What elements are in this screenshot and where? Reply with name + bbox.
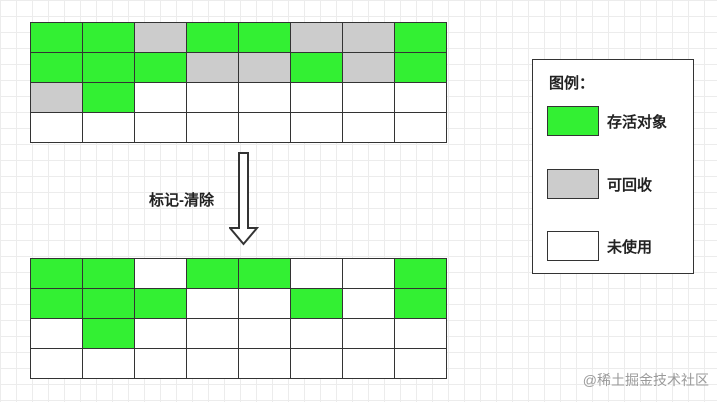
after-cell-alive xyxy=(135,289,187,319)
after-cell-unused xyxy=(343,289,395,319)
before-cell-alive xyxy=(291,53,343,83)
after-cell-alive xyxy=(31,259,83,289)
before-cell-recyclable xyxy=(343,23,395,53)
legend-title: 图例： xyxy=(549,75,595,92)
before-cell-unused xyxy=(239,83,291,113)
before-cell-recyclable xyxy=(239,53,291,83)
after-cell-unused xyxy=(239,319,291,349)
before-cell-alive xyxy=(31,53,83,83)
before-cell-unused xyxy=(187,113,239,143)
after-cell-unused xyxy=(395,349,447,379)
after-cell-alive xyxy=(395,259,447,289)
before-cell-unused xyxy=(395,83,447,113)
legend-label-unused: 未使用 xyxy=(607,238,653,256)
after-cell-unused xyxy=(135,319,187,349)
legend-label-alive: 存活对象 xyxy=(607,113,668,131)
before-cell-recyclable xyxy=(135,23,187,53)
legend-swatch-unused xyxy=(547,231,599,261)
before-cell-unused xyxy=(343,83,395,113)
before-cell-unused xyxy=(395,113,447,143)
memory-grid-after xyxy=(30,258,447,379)
after-cell-alive xyxy=(83,319,135,349)
legend-item-unused: 未使用 xyxy=(547,231,652,261)
after-cell-unused xyxy=(31,319,83,349)
legend-item-alive: 存活对象 xyxy=(547,106,667,136)
after-cell-alive xyxy=(83,289,135,319)
after-cell-unused xyxy=(135,349,187,379)
before-cell-alive xyxy=(395,53,447,83)
watermark: @稀土掘金技术社区 xyxy=(582,372,709,388)
before-cell-alive xyxy=(83,53,135,83)
before-cell-alive xyxy=(239,23,291,53)
after-cell-unused xyxy=(291,319,343,349)
before-cell-unused xyxy=(187,83,239,113)
after-cell-unused xyxy=(83,349,135,379)
after-cell-alive xyxy=(31,289,83,319)
legend-item-recyclable: 可回收 xyxy=(547,169,652,199)
before-cell-unused xyxy=(135,113,187,143)
legend-swatch-recyclable xyxy=(547,169,599,199)
after-cell-unused xyxy=(187,319,239,349)
memory-grid-before xyxy=(30,22,447,143)
after-cell-unused xyxy=(187,289,239,319)
before-cell-unused xyxy=(135,83,187,113)
before-cell-recyclable xyxy=(291,23,343,53)
before-cell-unused xyxy=(239,113,291,143)
before-cell-alive xyxy=(31,23,83,53)
before-cell-recyclable xyxy=(343,53,395,83)
after-cell-unused xyxy=(343,259,395,289)
after-cell-unused xyxy=(239,289,291,319)
before-cell-alive xyxy=(395,23,447,53)
before-cell-alive xyxy=(83,83,135,113)
legend-label-recyclable: 可回收 xyxy=(607,176,653,194)
after-cell-unused xyxy=(291,259,343,289)
after-cell-unused xyxy=(239,349,291,379)
after-cell-alive xyxy=(187,259,239,289)
after-cell-unused xyxy=(291,349,343,379)
after-cell-alive xyxy=(395,289,447,319)
after-cell-unused xyxy=(395,319,447,349)
legend-box: 图例： 存活对象 可回收 未使用 xyxy=(532,59,694,274)
after-cell-alive xyxy=(291,289,343,319)
before-cell-recyclable xyxy=(31,83,83,113)
before-cell-unused xyxy=(343,113,395,143)
before-cell-unused xyxy=(291,83,343,113)
before-cell-unused xyxy=(291,113,343,143)
legend-swatch-alive xyxy=(547,106,599,136)
before-cell-unused xyxy=(31,113,83,143)
after-cell-alive xyxy=(239,259,291,289)
after-cell-unused xyxy=(187,349,239,379)
after-cell-alive xyxy=(83,259,135,289)
before-cell-unused xyxy=(83,113,135,143)
before-cell-recyclable xyxy=(187,53,239,83)
step-label: 标记-清除 xyxy=(149,192,214,209)
before-cell-alive xyxy=(187,23,239,53)
before-cell-alive xyxy=(83,23,135,53)
after-cell-unused xyxy=(31,349,83,379)
after-cell-unused xyxy=(343,349,395,379)
down-arrow-icon xyxy=(229,152,259,246)
before-cell-alive xyxy=(135,53,187,83)
after-cell-unused xyxy=(343,319,395,349)
after-cell-unused xyxy=(135,259,187,289)
